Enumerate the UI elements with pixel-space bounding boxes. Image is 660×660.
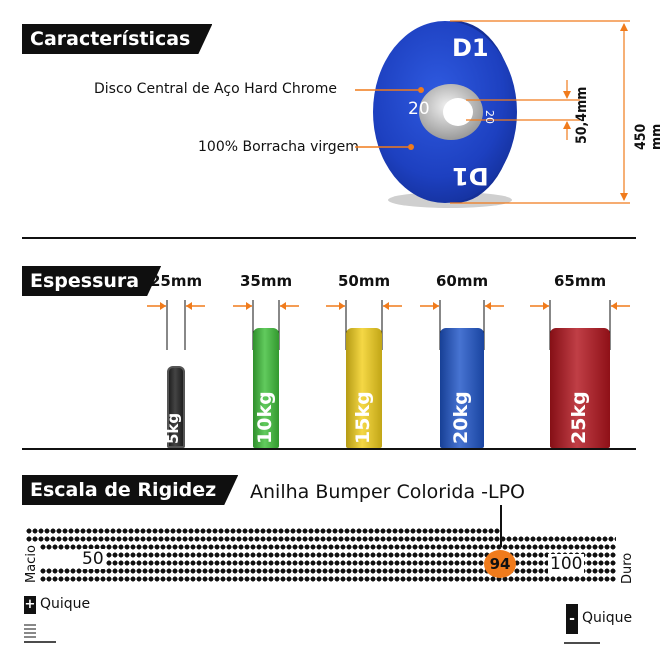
plate-illustration — [355, 20, 630, 208]
bounce-less-icon: - — [566, 604, 578, 634]
center-hole — [443, 98, 473, 126]
scale-soft-label: Macio — [24, 545, 39, 583]
scale-dot-row — [26, 536, 616, 542]
scale-hard-label: Duro — [620, 552, 635, 584]
scale-dot-row — [40, 568, 616, 574]
scale-min-value: 50 — [80, 549, 106, 569]
plate-width-label: 60mm — [436, 272, 489, 290]
bounce-more-label: Quique — [40, 596, 91, 612]
callout-core-label: Disco Central de Aço Hard Chrome — [94, 81, 337, 97]
bounce-more-icon: + — [24, 596, 36, 614]
thickness-plate — [346, 328, 382, 448]
scale-max-value: 100 — [548, 554, 585, 574]
scale-dot-row — [40, 576, 616, 582]
thickness-plate — [253, 328, 279, 448]
plate-width-arrows — [147, 300, 205, 350]
scale-dot-row — [106, 552, 616, 558]
features-title: Características — [22, 24, 212, 54]
plate-width-arrows — [326, 300, 402, 350]
thickness-plate — [167, 366, 185, 448]
bounce-less-label: Quique — [582, 610, 633, 626]
bounce-less-lines — [564, 642, 600, 644]
divider-1 — [22, 237, 636, 239]
hardness-marker: 94 — [484, 550, 516, 578]
plate-width-label: 35mm — [240, 272, 293, 290]
plate-width-arrows — [233, 300, 299, 350]
plate-logo-top: D1 — [452, 34, 489, 62]
scale-dot-row — [106, 560, 616, 566]
product-label: Anilha Bumper Colorida -LPO — [250, 481, 525, 503]
thickness-plate — [440, 328, 484, 448]
thickness-plate — [550, 328, 610, 448]
plate-width-label: 50mm — [338, 272, 391, 290]
plate-width-label: 65mm — [554, 272, 607, 290]
marker-pointer — [500, 505, 502, 547]
divider-2 — [22, 448, 636, 450]
hardness-title: Escala de Rigidez — [22, 475, 238, 505]
bounce-more-lines — [24, 624, 56, 643]
scale-dot-row — [26, 528, 502, 534]
callout-rubber-label: 100% Borracha virgem — [198, 139, 359, 155]
thickness-title: Espessura — [22, 266, 161, 296]
plate-width-label: 25mm — [150, 272, 203, 290]
plate-weight-label: 20 — [408, 99, 430, 119]
scale-dot-row — [40, 544, 616, 550]
